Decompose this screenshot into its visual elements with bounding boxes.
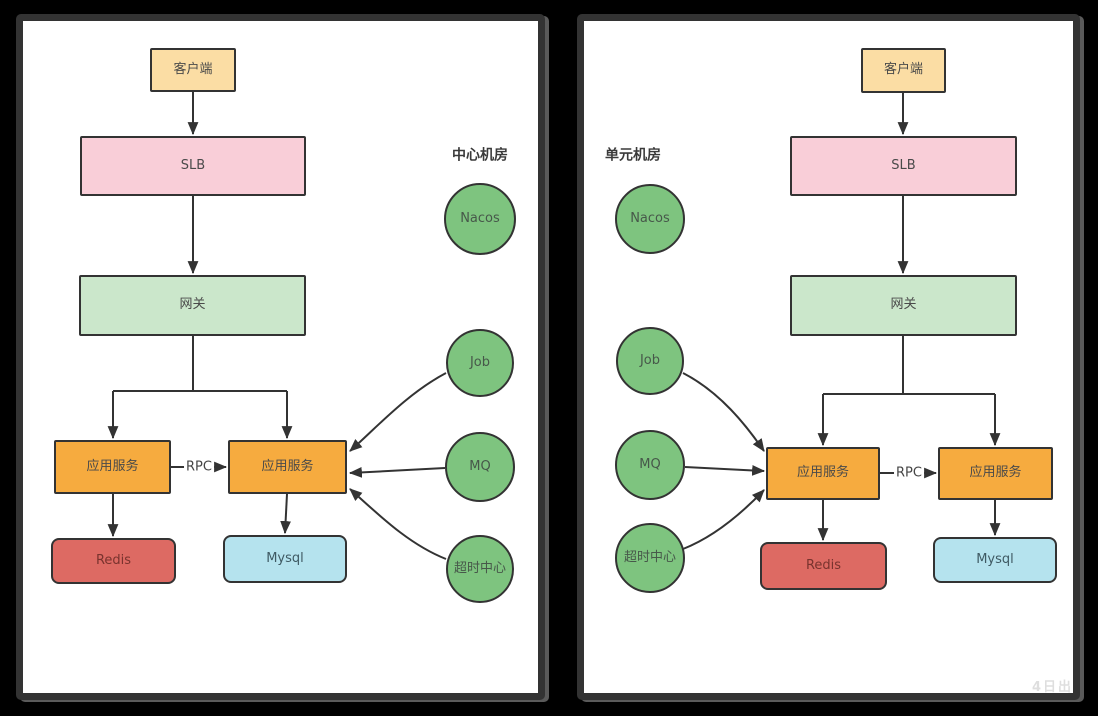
edges-group [107, 92, 1001, 560]
node-unit-app-service-1: 应用服务 [766, 447, 880, 500]
node-unit-slb: SLB [790, 136, 1017, 196]
node-unit-redis: Redis [760, 542, 887, 590]
node-unit-nacos: Nacos [615, 184, 685, 254]
node-center-mq: MQ [445, 432, 515, 502]
node-center-app-service-1: 应用服务 [54, 440, 171, 494]
edge-center-timeout-to-app2 [349, 488, 447, 560]
edge-center-app2-to-mysql [280, 493, 292, 535]
edge-label-center-rpc: RPC [184, 459, 214, 475]
node-unit-gateway: 网关 [790, 275, 1017, 336]
node-center-app-service-2: 应用服务 [228, 440, 347, 494]
node-center-redis: Redis [51, 538, 176, 584]
node-unit-mysql: Mysql [933, 537, 1057, 583]
node-center-mysql: Mysql [223, 535, 347, 583]
node-unit-room-label: 单元机房 [605, 147, 661, 164]
node-center-client: 客户端 [150, 48, 236, 92]
node-center-slb: SLB [80, 136, 306, 196]
edge-unit-mq-to-app1 [684, 464, 766, 476]
node-center-nacos: Nacos [444, 183, 516, 255]
edge-center-job-to-app2 [349, 372, 447, 452]
edge-unit-job-to-app1 [682, 372, 765, 452]
edge-label-unit-rpc: RPC [894, 465, 924, 481]
node-unit-mq: MQ [615, 430, 685, 500]
node-unit-timeout-center: 超时中心 [615, 523, 685, 593]
node-center-gateway: 网关 [79, 275, 306, 336]
node-unit-client: 客户端 [861, 48, 946, 93]
edge-center-mq-to-app2 [348, 466, 446, 478]
node-center-room-label: 中心机房 [452, 147, 508, 164]
node-center-timeout-center: 超时中心 [446, 535, 514, 603]
node-unit-job: Job [616, 327, 684, 395]
watermark: 4日出 [1032, 680, 1074, 695]
edge-unit-timeout-to-app1 [682, 489, 765, 550]
node-unit-app-service-2: 应用服务 [938, 447, 1053, 500]
node-center-job: Job [446, 329, 514, 397]
